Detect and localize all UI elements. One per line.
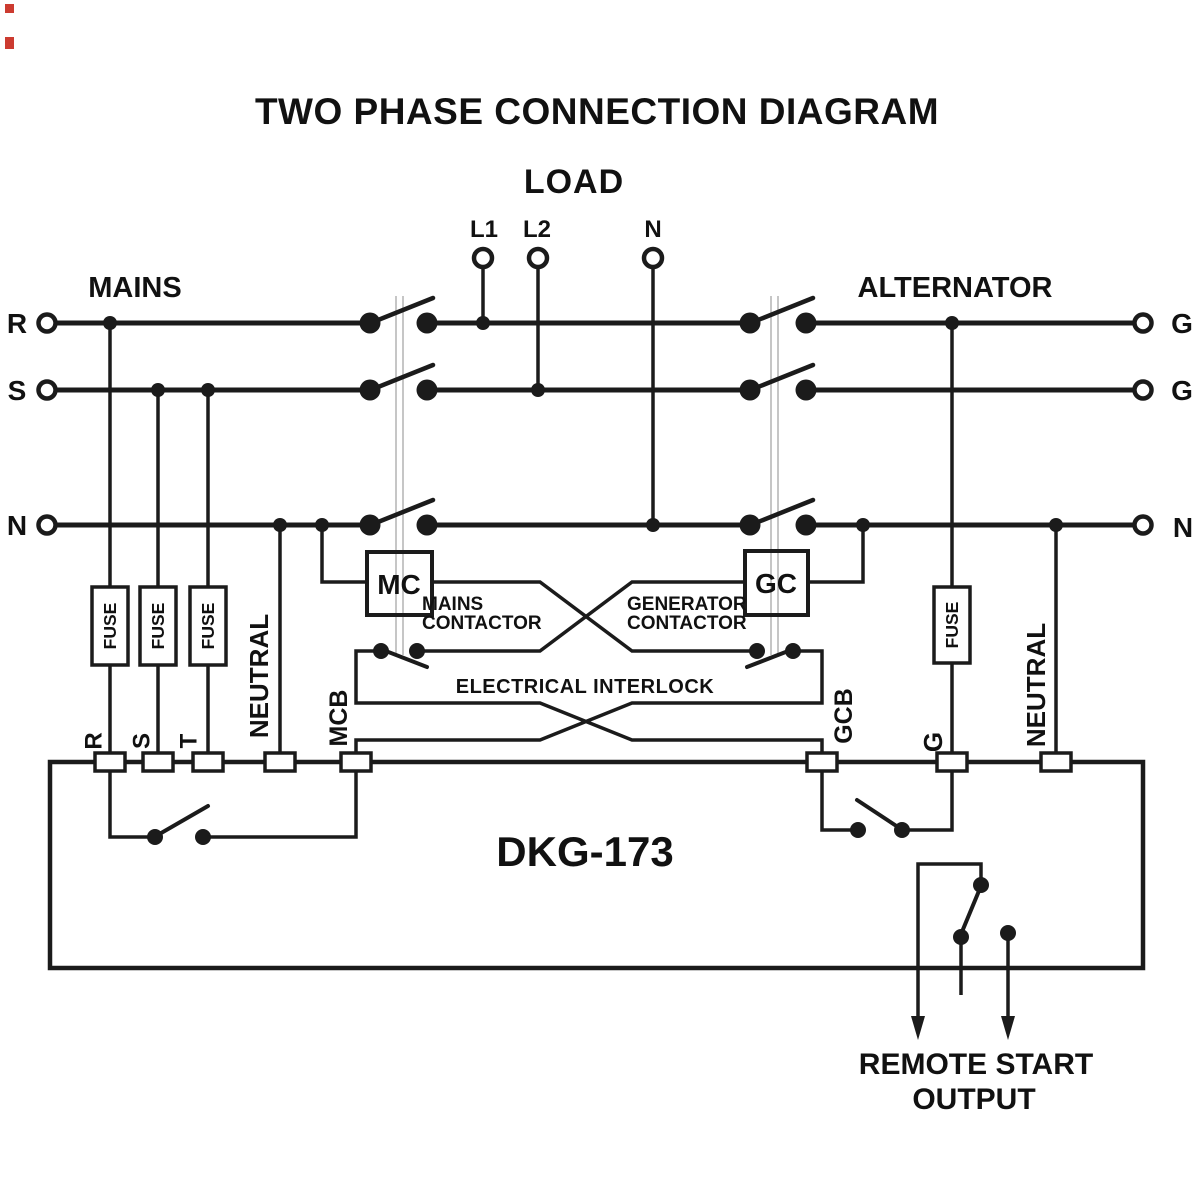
- gc-coil-box: [743, 549, 810, 617]
- mc-mechanical-linkage: [395, 296, 404, 655]
- dkg-s-label: S: [128, 733, 155, 749]
- mc-caption-line2: CONTACTOR: [422, 613, 542, 634]
- terminal-load-l1: [471, 246, 495, 270]
- gc-coil-neutral-wire: [808, 525, 865, 584]
- labels: TWO PHASE CONNECTION DIAGRAM LOAD L1 L2 …: [7, 91, 1193, 1116]
- gc-coil-label: GC: [755, 568, 797, 599]
- dkg-terminal-mcb: [339, 751, 373, 773]
- dkg-box: [47, 759, 1146, 971]
- terminal-mains-n: [36, 514, 58, 536]
- fuse-label: FUSE: [198, 603, 218, 650]
- dkg-r-label: R: [80, 732, 107, 749]
- dkg-terminal-s: [141, 751, 175, 773]
- contact-dots: [147, 312, 1016, 945]
- gc-aux-to-mcb: [354, 649, 824, 753]
- dkg-label: DKG-173: [496, 828, 673, 875]
- red-mark: [5, 4, 14, 13]
- load-n-label: N: [644, 216, 661, 243]
- mc-aux-to-gcb: [354, 649, 824, 753]
- gc-coil-to-mc-aux: [417, 580, 745, 653]
- fuse-box-r: [90, 585, 130, 667]
- remote-start-line1: REMOTE START: [859, 1048, 1093, 1081]
- component-box-fills: [367, 551, 808, 615]
- gen-relay-wire-right: [902, 771, 954, 832]
- dkg-internal-wiring: [108, 771, 1015, 1040]
- gen-relay-wire-left: [820, 771, 858, 832]
- mains-relay-wire-left: [108, 771, 155, 839]
- sense-wires: [108, 323, 1058, 753]
- contactor-coils: MC GC: [365, 549, 810, 617]
- remote-start-arrow-left: [911, 1016, 925, 1040]
- neutral-left-label: NEUTRAL: [244, 614, 274, 738]
- terminal-alt-g1: [1132, 312, 1154, 334]
- fuse-label: FUSE: [942, 602, 962, 649]
- gen-relay-blade: [855, 798, 903, 831]
- mains-s-label: S: [8, 375, 27, 406]
- terminal-alt-n: [1132, 514, 1154, 536]
- edge-artifact-marks: [5, 4, 14, 49]
- fuse-label: FUSE: [100, 603, 120, 650]
- fuse-label: FUSE: [148, 603, 168, 650]
- load-l2-label: L2: [523, 216, 551, 243]
- load-l1-label: L1: [470, 216, 498, 243]
- fuse-box-s: [138, 585, 178, 667]
- mains-relay-wire-right: [203, 771, 358, 839]
- dkg-terminal-r: [93, 751, 127, 773]
- dkg-terminal-blocks: [93, 751, 1073, 773]
- dkg-terminal-t: [191, 751, 225, 773]
- dkg-terminal-neutral-left: [263, 751, 297, 773]
- mains-r-label: R: [7, 308, 27, 339]
- terminals: [36, 246, 1154, 536]
- remote-start-arrow-right: [1001, 1016, 1015, 1040]
- remote-start-common-wire: [916, 862, 983, 1018]
- fuses: FUSE FUSE FUSE FUSE: [90, 585, 972, 667]
- dkg-controller: DKG-173: [47, 759, 1146, 971]
- gc-mechanical-linkage: [770, 296, 779, 655]
- terminal-alt-g2: [1132, 379, 1154, 401]
- terminal-mains-r: [36, 312, 58, 334]
- dkg-g-label: G: [918, 732, 948, 752]
- interlock-label: ELECTRICAL INTERLOCK: [456, 676, 715, 698]
- load-stems: [481, 267, 655, 525]
- gc-caption-line1: GENERATOR: [627, 594, 747, 615]
- fuse-box-t: [188, 585, 228, 667]
- interlock-wiring: [354, 580, 824, 753]
- bus-wires: [47, 320, 1143, 528]
- mc-coil-box: [365, 550, 434, 617]
- alt-g1-label: G: [1171, 308, 1193, 339]
- dkg-terminal-gcb: [805, 751, 839, 773]
- coil-wires: [320, 525, 865, 584]
- terminal-load-n: [641, 246, 665, 270]
- mc-coil-neutral-wire: [320, 525, 367, 584]
- alternator-label: ALTERNATOR: [858, 272, 1053, 304]
- remote-start-line2: OUTPUT: [912, 1083, 1035, 1116]
- gcb-label: GCB: [830, 688, 858, 744]
- mcb-label: MCB: [325, 690, 353, 747]
- mains-label: MAINS: [88, 272, 181, 304]
- terminal-load-l2: [526, 246, 550, 270]
- diagram-title: TWO PHASE CONNECTION DIAGRAM: [255, 91, 939, 132]
- alt-g2-label: G: [1171, 375, 1193, 406]
- mc-coil-label: MC: [377, 569, 421, 600]
- load-label: LOAD: [524, 163, 624, 201]
- mc-caption-line1: MAINS: [422, 594, 483, 615]
- dkg-t-label: T: [175, 733, 202, 748]
- alt-n-label: N: [1173, 512, 1193, 543]
- mains-relay-blade: [154, 804, 210, 838]
- dkg-terminal-g: [935, 751, 969, 773]
- terminal-mains-s: [36, 379, 58, 401]
- gc-caption-line2: CONTACTOR: [627, 613, 747, 634]
- junction-dots: [103, 316, 1063, 532]
- mains-n-label: N: [7, 510, 27, 541]
- dkg-terminal-neutral-right: [1039, 751, 1073, 773]
- neutral-right-label: NEUTRAL: [1021, 623, 1051, 747]
- red-mark: [5, 37, 14, 49]
- fuse-box-g: [932, 585, 972, 665]
